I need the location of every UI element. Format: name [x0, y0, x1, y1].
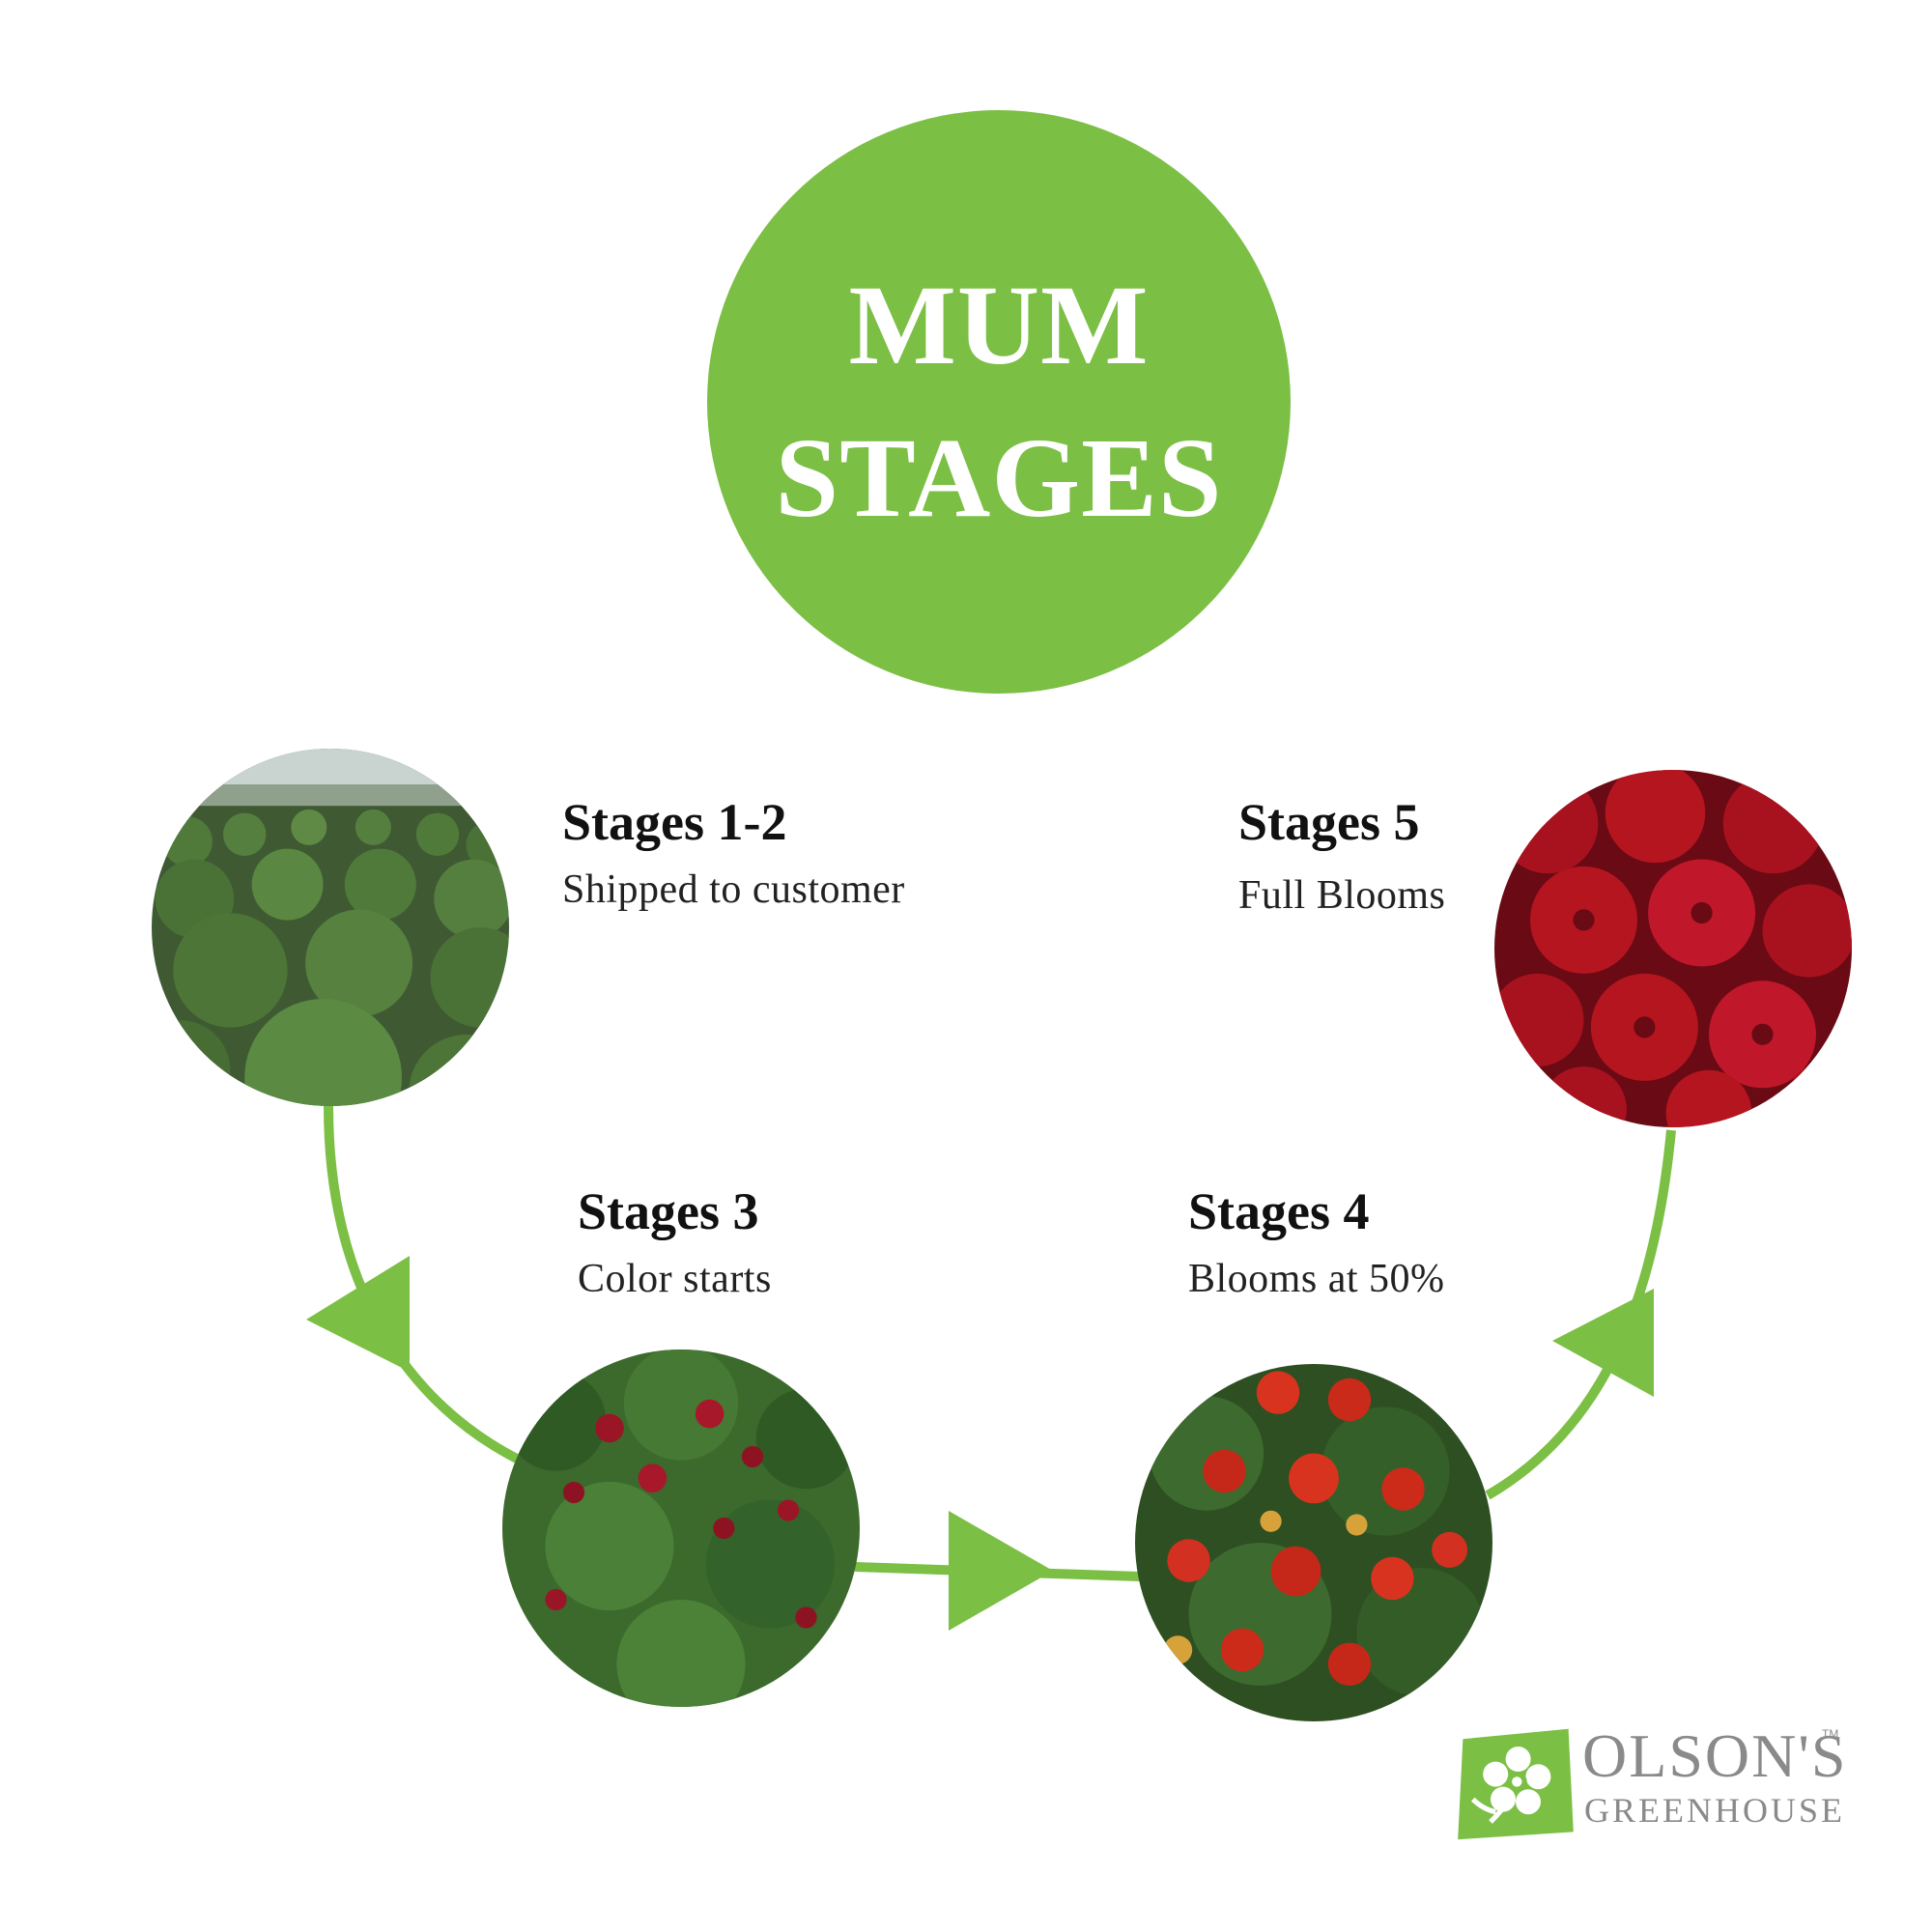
arrow-head-2 — [949, 1511, 1053, 1631]
stage-1-2-label: Stages 1-2 Shipped to customer — [562, 793, 905, 913]
stage-4-title: Stages 4 — [1188, 1182, 1370, 1240]
logo-trademark: TM — [1822, 1727, 1839, 1741]
olsons-greenhouse-logo: OLSON'S TM GREENHOUSE — [1453, 1721, 1859, 1847]
stage-5-label: Stages 5 Full Blooms — [1238, 793, 1446, 919]
stage-1-2-description: Shipped to customer — [562, 867, 905, 913]
title-badge: MUM STAGES — [707, 110, 1291, 694]
stage-3-photo — [502, 1350, 860, 1707]
stage-4-description: Blooms at 50% — [1188, 1257, 1445, 1302]
flow-path-1-to-3 — [324, 1105, 529, 1468]
stage-1-2-title: Stages 1-2 — [562, 793, 787, 851]
title-line-1: MUM — [848, 262, 1150, 388]
stage-3-description: Color starts — [578, 1257, 772, 1302]
stage-3-label: Stages 3 Color starts — [578, 1182, 772, 1302]
title-line-2: STAGES — [775, 414, 1223, 541]
stage-3-title: Stages 3 — [578, 1182, 759, 1240]
flower-logo-icon — [1458, 1728, 1574, 1840]
logo-subtitle: GREENHOUSE — [1584, 1791, 1845, 1830]
stage-1-2-photo — [152, 749, 509, 1106]
stage-5-photo — [1494, 770, 1852, 1127]
stage-5-description: Full Blooms — [1238, 873, 1446, 919]
stage-5-title: Stages 5 — [1238, 793, 1420, 851]
arrow-head-3 — [1552, 1289, 1654, 1397]
arrow-head-1 — [306, 1256, 410, 1372]
stage-4-label: Stages 4 Blooms at 50% — [1188, 1182, 1445, 1302]
stage-4-photo — [1135, 1364, 1492, 1721]
logo-name: OLSON'S — [1582, 1721, 1848, 1790]
